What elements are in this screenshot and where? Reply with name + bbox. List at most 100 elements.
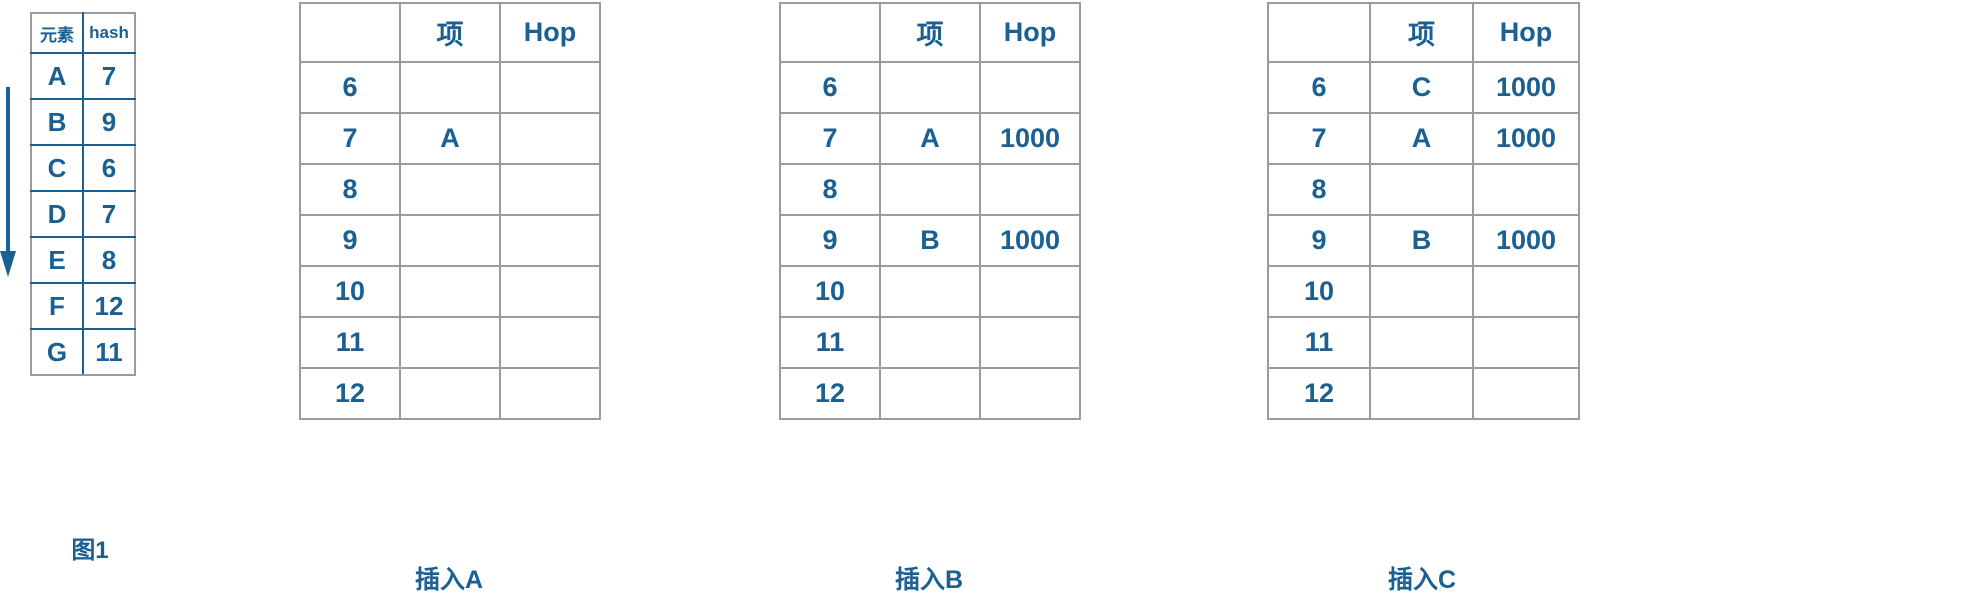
cell-index: 9 xyxy=(779,214,881,267)
cell-hash: 7 xyxy=(82,190,136,238)
bucket-table-insert-c: 项 Hop 6 C 1000 7 A 1000 8 xyxy=(1267,2,1580,420)
table-row: 6 xyxy=(779,61,1081,114)
cell-hash: 6 xyxy=(82,144,136,192)
table-row: 12 xyxy=(1267,367,1580,420)
insert-b-table-panel: 项 Hop 6 7 A 1000 8 xyxy=(779,2,1081,420)
cell-item xyxy=(399,265,501,318)
cell-index: 6 xyxy=(299,61,401,114)
hash-value-table: 元素 hash A 7 B 9 C 6 D 7 xyxy=(30,12,136,376)
cell-hop: 1000 xyxy=(979,112,1081,165)
cell-item: B xyxy=(1369,214,1474,267)
cell-element: C xyxy=(30,144,84,192)
hash-value-table-panel: 元素 hash A 7 B 9 C 6 D 7 xyxy=(30,12,136,376)
cell-hop xyxy=(979,316,1081,369)
table-header-row: 项 Hop xyxy=(1267,2,1580,63)
cell-item xyxy=(399,163,501,216)
header-index xyxy=(1267,2,1371,63)
cell-index: 7 xyxy=(299,112,401,165)
table-row: 11 xyxy=(1267,316,1580,369)
cell-item: A xyxy=(879,112,981,165)
cell-item xyxy=(1369,163,1474,216)
cell-index: 7 xyxy=(779,112,881,165)
cell-hop xyxy=(499,61,601,114)
table-row: D 7 xyxy=(30,190,136,238)
cell-hash: 9 xyxy=(82,98,136,146)
cell-element: D xyxy=(30,190,84,238)
table-row: F 12 xyxy=(30,282,136,330)
table-row: B 9 xyxy=(30,98,136,146)
cell-hop xyxy=(499,214,601,267)
header-item: 项 xyxy=(399,2,501,63)
cell-item xyxy=(879,61,981,114)
cell-hop xyxy=(979,265,1081,318)
header-index xyxy=(779,2,881,63)
cell-hop xyxy=(499,112,601,165)
table-header-row: 项 Hop xyxy=(779,2,1081,63)
table-row: G 11 xyxy=(30,328,136,376)
cell-item: A xyxy=(1369,112,1474,165)
cell-index: 12 xyxy=(779,367,881,420)
table-row: 10 xyxy=(299,265,601,318)
cell-hop xyxy=(1472,265,1580,318)
cell-hop xyxy=(499,163,601,216)
cell-hash: 11 xyxy=(82,328,136,376)
cell-hop xyxy=(979,163,1081,216)
cell-hash: 7 xyxy=(82,52,136,100)
cell-index: 12 xyxy=(299,367,401,420)
cell-hop xyxy=(1472,316,1580,369)
cell-index: 12 xyxy=(1267,367,1371,420)
table-row: 8 xyxy=(1267,163,1580,216)
insert-a-caption: 插入A xyxy=(414,566,484,594)
cell-item xyxy=(879,265,981,318)
header-item: 项 xyxy=(1369,2,1474,63)
header-hop: Hop xyxy=(499,2,601,63)
table-row: 7 A xyxy=(299,112,601,165)
table-row: 11 xyxy=(299,316,601,369)
cell-index: 9 xyxy=(1267,214,1371,267)
cell-item xyxy=(399,214,501,267)
cell-hop xyxy=(499,316,601,369)
header-hop: Hop xyxy=(1472,2,1580,63)
cell-index: 10 xyxy=(779,265,881,318)
table-row: 6 C 1000 xyxy=(1267,61,1580,114)
header-hop: Hop xyxy=(979,2,1081,63)
cell-item xyxy=(879,163,981,216)
cell-hop: 1000 xyxy=(1472,214,1580,267)
table-row: 9 xyxy=(299,214,601,267)
table-header-row: 项 Hop xyxy=(299,2,601,63)
cell-item xyxy=(1369,316,1474,369)
cell-hop xyxy=(499,367,601,420)
table-row: 12 xyxy=(299,367,601,420)
cell-element: F xyxy=(30,282,84,330)
table-row: 11 xyxy=(779,316,1081,369)
table-header-row: 元素 hash xyxy=(30,12,136,54)
cell-item xyxy=(879,367,981,420)
cell-element: A xyxy=(30,52,84,100)
table-row: A 7 xyxy=(30,52,136,100)
insert-c-caption: 插入C xyxy=(1387,566,1457,594)
cell-item xyxy=(399,367,501,420)
insert-b-caption: 插入B xyxy=(894,566,964,594)
cell-item xyxy=(879,316,981,369)
bucket-table-insert-b: 项 Hop 6 7 A 1000 8 xyxy=(779,2,1081,420)
cell-hash: 12 xyxy=(82,282,136,330)
cell-item xyxy=(399,316,501,369)
table-row: 10 xyxy=(1267,265,1580,318)
cell-hop: 1000 xyxy=(1472,112,1580,165)
table-row: C 6 xyxy=(30,144,136,192)
cell-hash: 8 xyxy=(82,236,136,284)
cell-element: G xyxy=(30,328,84,376)
table-row: 8 xyxy=(299,163,601,216)
cell-index: 11 xyxy=(1267,316,1371,369)
cell-index: 9 xyxy=(299,214,401,267)
cell-index: 11 xyxy=(299,316,401,369)
cell-index: 8 xyxy=(299,163,401,216)
cell-index: 10 xyxy=(1267,265,1371,318)
cell-item xyxy=(1369,265,1474,318)
table-row: 7 A 1000 xyxy=(1267,112,1580,165)
bucket-table-insert-a: 项 Hop 6 7 A 8 xyxy=(299,2,601,420)
table-row: 9 B 1000 xyxy=(1267,214,1580,267)
cell-hop xyxy=(979,61,1081,114)
cell-index: 6 xyxy=(1267,61,1371,114)
cell-index: 6 xyxy=(779,61,881,114)
